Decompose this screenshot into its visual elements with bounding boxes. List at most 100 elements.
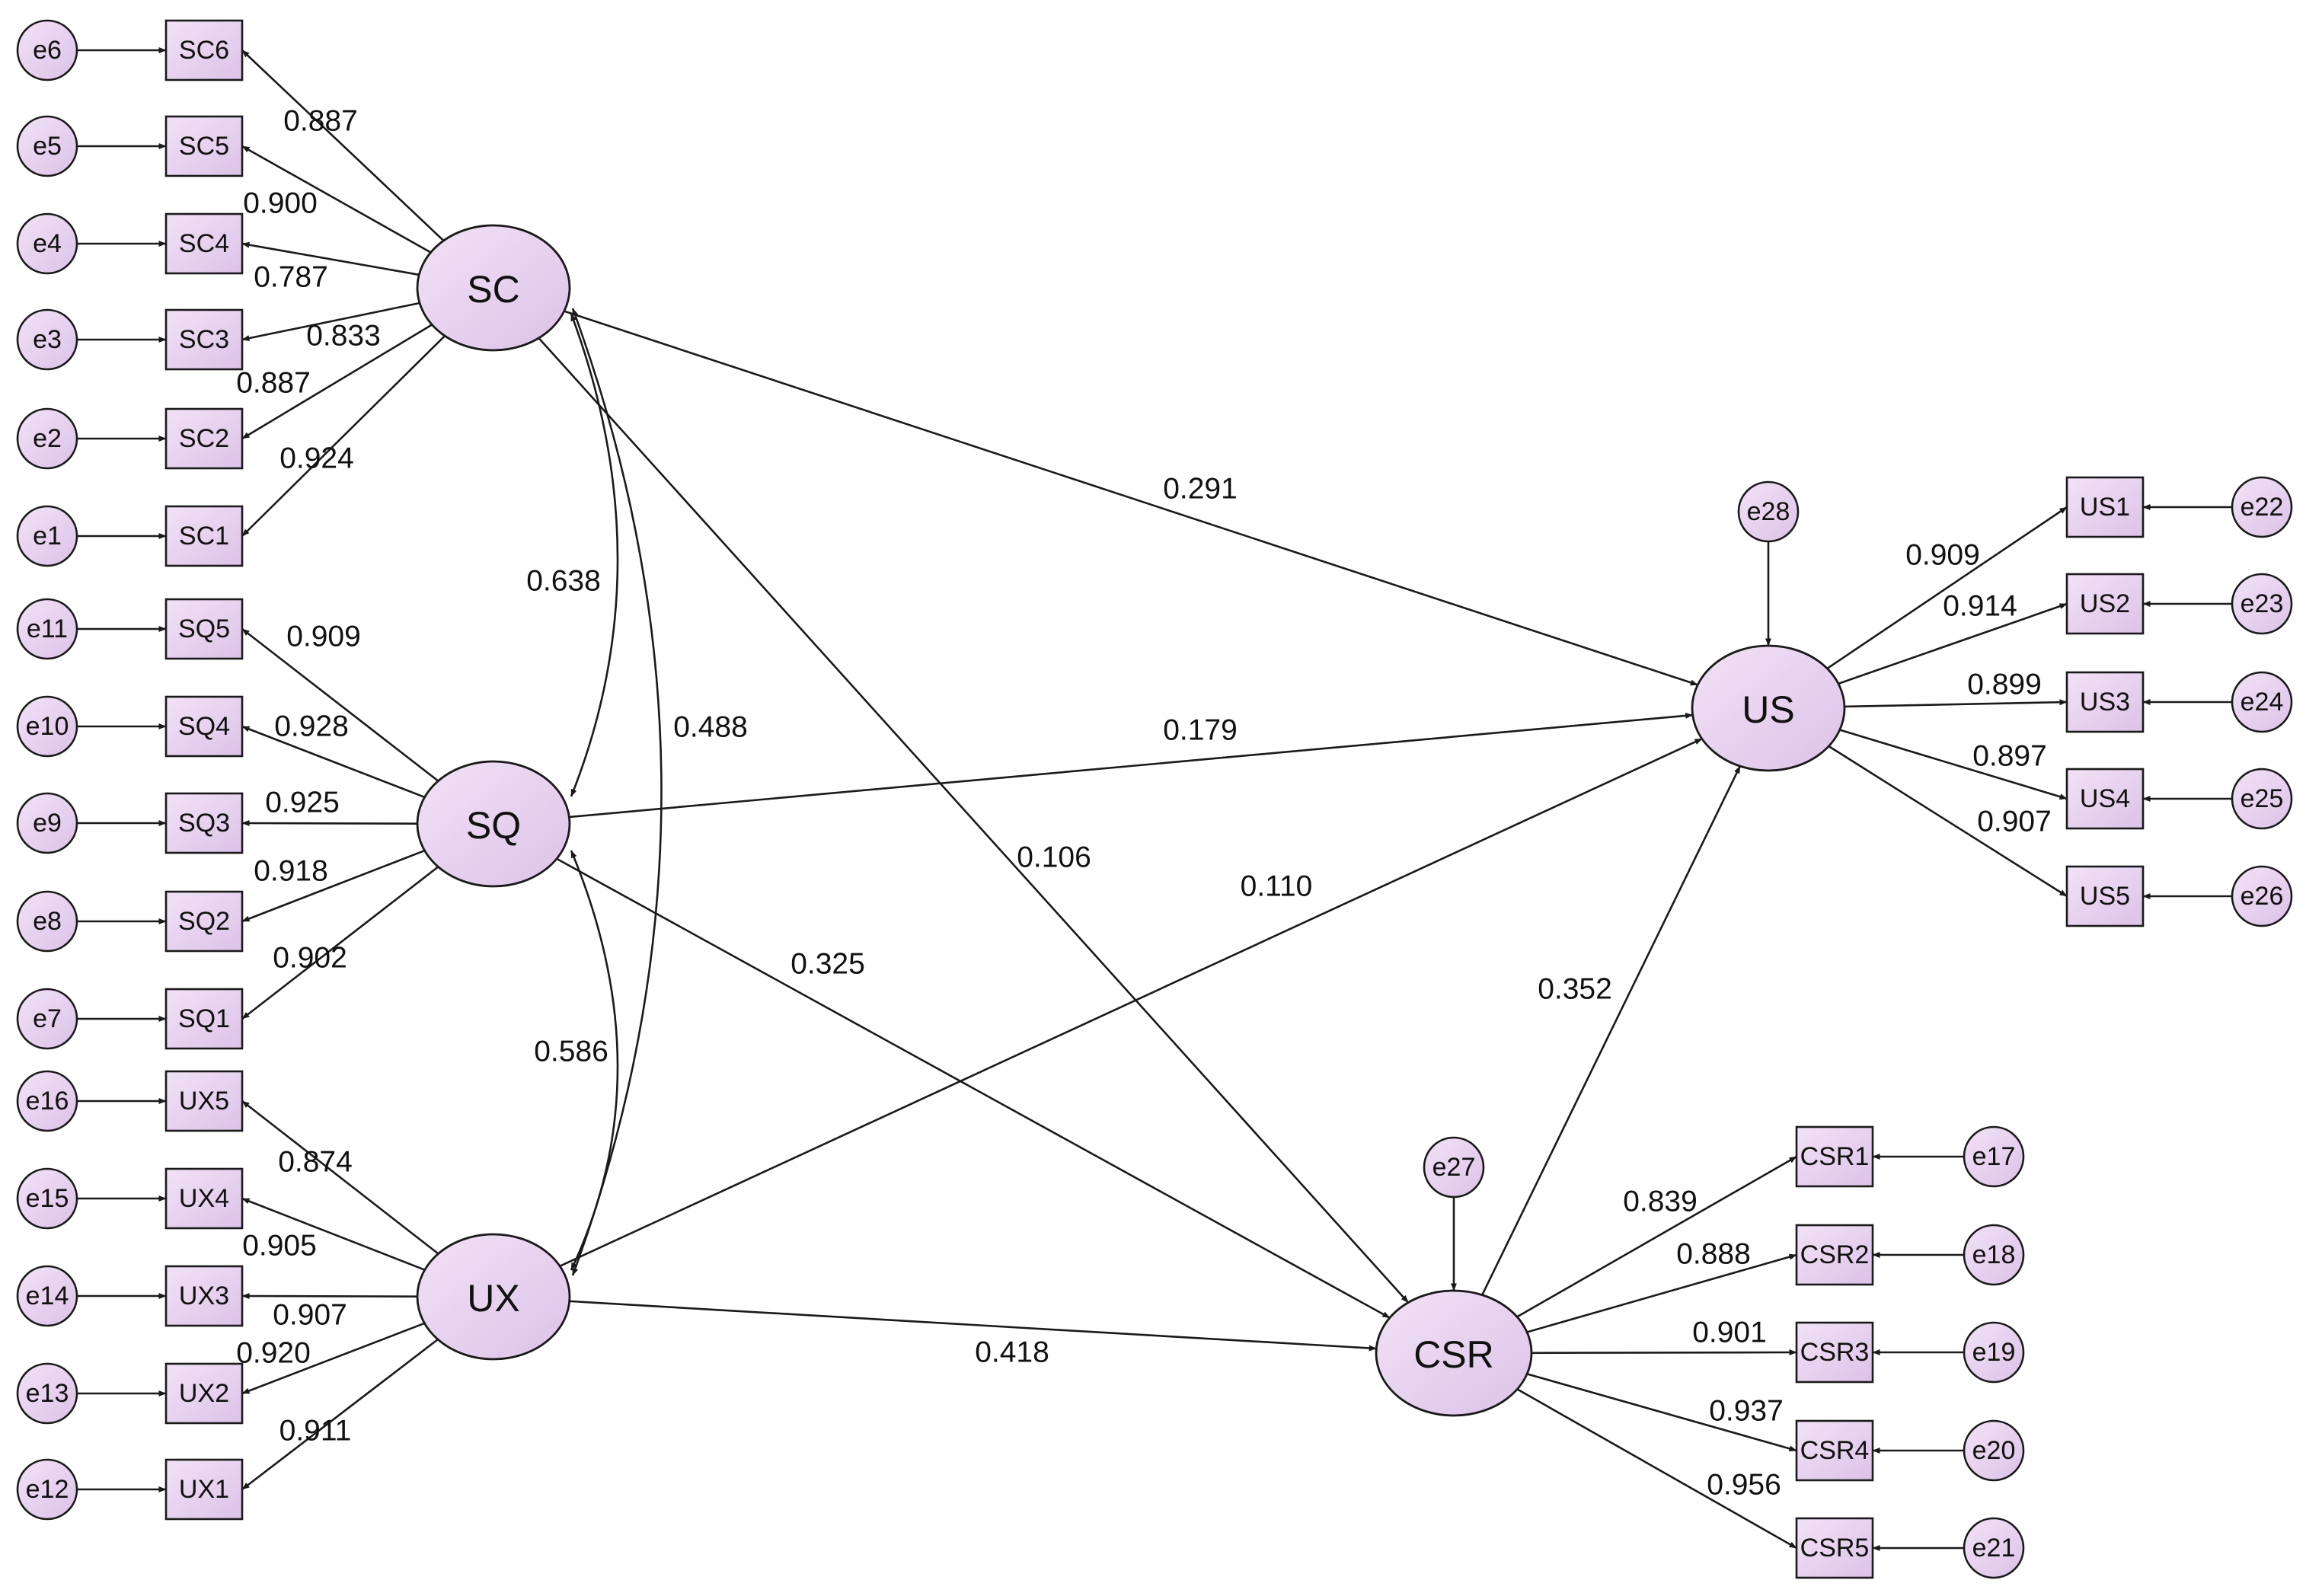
loading-coef-ux1: 0.911 <box>279 1415 352 1448</box>
error-term-e7 <box>16 988 78 1050</box>
loading-arrow-ux1 <box>241 1338 439 1491</box>
loading-arrow-sq4 <box>241 725 426 799</box>
indicator-ux2 <box>164 1362 244 1425</box>
loading-arrow-sq3 <box>241 820 418 827</box>
indicator-ux4 <box>164 1167 244 1230</box>
indicator-sc3 <box>164 308 244 371</box>
error-label-e4: e4 <box>33 229 62 258</box>
latent-sq <box>416 760 571 888</box>
error-label-e18: e18 <box>1972 1240 2016 1269</box>
loading-arrow-sc1 <box>241 335 446 537</box>
indicator-label-ux5: UX5 <box>179 1087 229 1116</box>
loading-coef-sq4: 0.928 <box>274 710 349 743</box>
error-term-e14 <box>16 1265 78 1327</box>
error-label-e8: e8 <box>33 907 62 936</box>
indicator-sq3 <box>164 792 244 854</box>
loading-coef-sc1: 0.924 <box>279 442 354 475</box>
indicator-sc1 <box>164 505 244 567</box>
loading-arrow-us5 <box>1828 745 2068 898</box>
error-label-e7: e7 <box>33 1004 62 1033</box>
indicator-label-ux2: UX2 <box>179 1379 229 1408</box>
error-term-e22 <box>2231 476 2293 538</box>
loading-arrow-csr4 <box>1526 1373 1797 1452</box>
indicator-us1 <box>2065 476 2145 538</box>
error-term-e16 <box>16 1070 78 1132</box>
path-coef-ux-us: 0.110 <box>1241 870 1313 903</box>
error-label-e17: e17 <box>1972 1142 2016 1171</box>
error-term-e13 <box>16 1362 78 1425</box>
indicator-label-sq5: SQ5 <box>178 614 230 643</box>
error-term-e5 <box>16 115 78 177</box>
indicator-label-us1: US1 <box>2080 493 2130 522</box>
covariance-coef-sc-ux: 0.488 <box>673 711 748 744</box>
indicator-label-sq1: SQ1 <box>178 1004 230 1033</box>
indicator-label-ux4: UX4 <box>179 1184 229 1213</box>
loading-coef-sq3: 0.925 <box>265 787 340 819</box>
indicator-label-us4: US4 <box>2080 784 2130 813</box>
loading-arrow-ux3 <box>241 1293 418 1300</box>
loading-coef-sq5: 0.909 <box>286 621 361 653</box>
loading-arrow-sq5 <box>241 627 439 782</box>
loading-coef-sc6: 0.887 <box>283 105 358 138</box>
error-term-e12 <box>16 1458 78 1521</box>
indicator-csr2 <box>1795 1224 1874 1286</box>
path-arrow-csr-us <box>1481 765 1742 1296</box>
error-term-e1 <box>16 505 78 567</box>
path-arrow-sc-us <box>564 310 1698 686</box>
error-label-e26: e26 <box>2241 882 2284 911</box>
loading-arrow-csr5 <box>1516 1388 1797 1550</box>
error-label-e12: e12 <box>26 1475 69 1504</box>
indicator-label-csr1: CSR1 <box>1800 1142 1870 1171</box>
indicator-sq4 <box>164 695 244 758</box>
error-term-e2 <box>16 407 78 470</box>
indicator-us5 <box>2065 865 2145 927</box>
error-label-e3: e3 <box>33 325 62 354</box>
indicator-label-us5: US5 <box>2080 882 2130 911</box>
error-label-e10: e10 <box>26 712 69 741</box>
error-label-e15: e15 <box>26 1184 69 1213</box>
path-coef-ux-csr: 0.418 <box>975 1336 1049 1369</box>
path-coef-sc-csr: 0.106 <box>1017 841 1091 874</box>
covariance-sc-sq <box>570 313 619 797</box>
indicator-label-sc5: SC5 <box>179 132 229 161</box>
error-label-e11: e11 <box>27 614 68 643</box>
latent-ux <box>416 1233 571 1361</box>
covariance-coef-sc-sq: 0.638 <box>526 565 601 598</box>
latent-sc <box>416 224 571 352</box>
covariance-coef-sq-ux: 0.586 <box>534 1036 608 1068</box>
path-coef-csr-us: 0.352 <box>1538 973 1612 1006</box>
indicator-csr5 <box>1795 1517 1874 1579</box>
latent-label-csr: CSR <box>1413 1333 1494 1376</box>
error-term-e26 <box>2231 865 2293 927</box>
error-label-e22: e22 <box>2241 493 2284 522</box>
error-term-e19 <box>1963 1321 2025 1384</box>
loading-arrow-us3 <box>1844 699 2068 708</box>
latent-csr <box>1375 1289 1533 1417</box>
error-label-e13: e13 <box>26 1379 69 1408</box>
loading-arrow-ux4 <box>241 1197 426 1271</box>
indicator-us3 <box>2065 671 2145 733</box>
loading-coef-csr1: 0.839 <box>1623 1186 1698 1218</box>
error-term-e8 <box>16 890 78 953</box>
error-label-e19: e19 <box>1972 1338 2016 1367</box>
error-label-e23: e23 <box>2241 589 2284 618</box>
loading-coef-ux2: 0.920 <box>236 1337 311 1370</box>
loading-coef-csr4: 0.937 <box>1709 1395 1784 1428</box>
error-term-e21 <box>1963 1517 2025 1579</box>
loading-coef-us4: 0.897 <box>1972 740 2047 773</box>
loading-coef-sq2: 0.918 <box>254 855 328 888</box>
path-arrow-ux-us <box>559 738 1703 1267</box>
indicator-csr1 <box>1795 1125 1874 1188</box>
error-term-e25 <box>2231 768 2293 830</box>
indicator-label-us2: US2 <box>2080 589 2130 618</box>
indicator-label-us3: US3 <box>2080 688 2130 717</box>
indicator-label-sq4: SQ4 <box>178 712 230 741</box>
error-term-e10 <box>16 695 78 758</box>
error-label-e5: e5 <box>33 132 62 161</box>
loading-arrow-us2 <box>1838 602 2068 685</box>
error-term-e3 <box>16 308 78 371</box>
loading-arrow-sc5 <box>241 145 432 254</box>
loading-arrow-sq1 <box>241 866 439 1020</box>
indicator-sq2 <box>164 890 244 953</box>
path-arrow-sc-csr <box>538 337 1410 1304</box>
